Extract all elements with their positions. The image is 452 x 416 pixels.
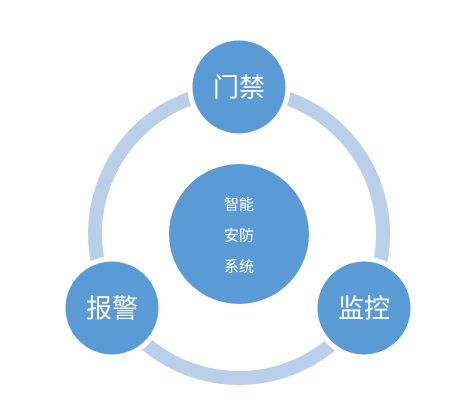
center-label-line-1: 智能	[224, 196, 254, 214]
node-alarm-circle	[60, 256, 164, 360]
center-label-line-2: 安防	[224, 227, 254, 245]
center-label-line-3: 系统	[224, 258, 254, 276]
node-access-control: 门禁	[187, 35, 291, 139]
node-alarm: 报警	[60, 256, 164, 360]
node-alarm-label: 报警	[86, 295, 138, 325]
node-access-control-label: 门禁	[213, 74, 265, 104]
node-monitoring: 监控	[312, 256, 416, 360]
node-monitoring-circle	[312, 256, 416, 360]
center-node: 智能 安防 系统	[169, 164, 309, 304]
center-circle	[169, 164, 309, 304]
node-monitoring-label: 监控	[338, 295, 390, 325]
node-access-control-circle	[187, 35, 291, 139]
